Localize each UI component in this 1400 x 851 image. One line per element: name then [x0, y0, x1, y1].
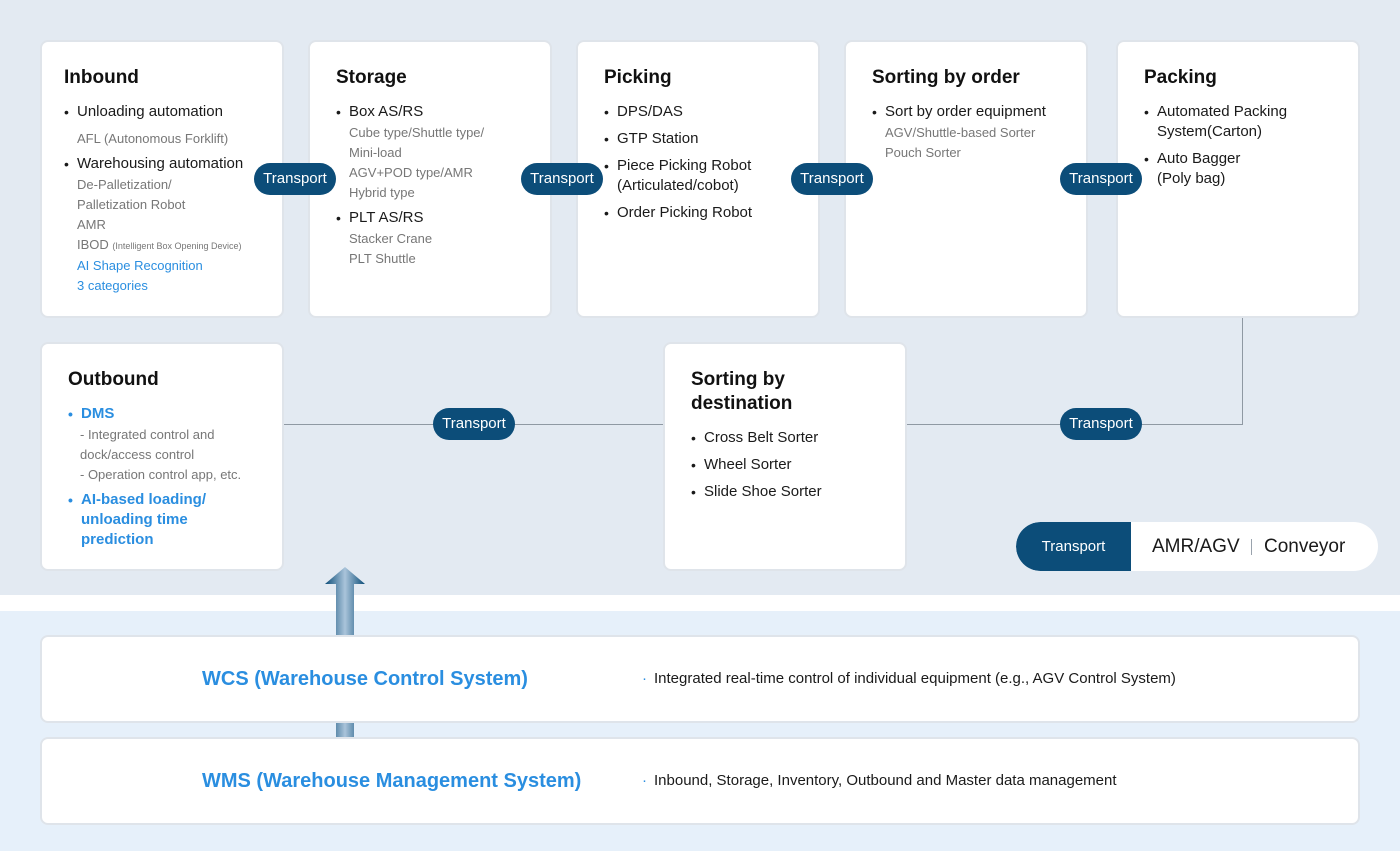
- list-item-line: System(Carton): [1157, 123, 1263, 140]
- sub-item: Hybrid type: [349, 185, 415, 200]
- list-item: PLT AS/RS: [336, 208, 528, 228]
- wcs-box: WCS (Warehouse Control System) · Integrat…: [40, 635, 1360, 723]
- sub-item: Mini-load: [349, 145, 402, 160]
- outbound-card: Outbound DMS - Integrated control and do…: [40, 342, 284, 571]
- connector-packing-down: [1242, 317, 1243, 425]
- sub-item: Palletization Robot: [77, 197, 186, 212]
- transport-pill: Transport: [521, 163, 603, 195]
- list-item-highlight: AI-based loading/ unloading time predict…: [68, 490, 260, 550]
- legend-separator: [1251, 539, 1252, 555]
- wcs-description: · Integrated real-time control of individ…: [642, 637, 1176, 721]
- card-title: Inbound: [64, 67, 139, 88]
- list-item: Auto Bagger (Poly bag): [1144, 149, 1336, 189]
- sub-item: AMR: [77, 217, 106, 232]
- sub-item-main: IBOD: [77, 237, 109, 252]
- list-item: DPS/DAS: [604, 102, 796, 122]
- transport-pill: Transport: [791, 163, 873, 195]
- list-item: Slide Shoe Sorter: [691, 482, 883, 502]
- inbound-card: Inbound Unloading automation AFL (Autono…: [40, 40, 284, 318]
- sub-item: - Operation control app, etc.: [80, 467, 242, 482]
- sub-item-highlight: AI Shape Recognition: [77, 258, 203, 273]
- legend-option-amr-agv: AMR/AGV: [1152, 536, 1240, 557]
- list-item-line: Piece Picking Robot: [617, 157, 752, 174]
- sub-item: Stacker Crane: [349, 231, 433, 246]
- sub-item: dock/access control: [80, 447, 195, 462]
- card-title: Outbound: [68, 369, 159, 390]
- list-item-line: (Poly bag): [1157, 170, 1226, 187]
- transport-pill: Transport: [1060, 408, 1142, 440]
- sub-item: AGV+POD type/AMR: [349, 165, 473, 180]
- sub-item: IBOD (Intelligent Box Opening Device): [77, 235, 260, 256]
- sub-item-note: (Intelligent Box Opening Device): [112, 241, 242, 251]
- sub-item: De-Palletization/: [77, 177, 172, 192]
- sub-item: PLT Shuttle: [349, 251, 416, 266]
- sorting-by-order-card: Sorting by order Sort by order equipment…: [844, 40, 1088, 318]
- card-title: Packing: [1144, 67, 1217, 88]
- list-item: Unloading automation: [64, 102, 260, 122]
- list-item-line: unloading time: [81, 511, 188, 528]
- sorting-by-destination-card: Sorting by destination Cross Belt Sorter…: [663, 342, 907, 571]
- list-item: Cross Belt Sorter: [691, 428, 883, 448]
- wms-description: · Inbound, Storage, Inventory, Outbound a…: [642, 739, 1117, 823]
- sub-item: Pouch Sorter: [885, 145, 961, 160]
- sub-item: AFL (Autonomous Forklift): [77, 131, 229, 146]
- storage-card: Storage Box AS/RS Cube type/Shuttle type…: [308, 40, 552, 318]
- bullet: ·: [642, 670, 647, 687]
- list-item-line: (Articulated/cobot): [617, 177, 739, 194]
- wcs-title: WCS (Warehouse Control System): [202, 668, 528, 690]
- transport-pill: Transport: [1060, 163, 1142, 195]
- list-item-line: Auto Bagger: [1157, 150, 1241, 167]
- double-arrow-icon: [325, 567, 365, 652]
- transport-legend: Transport AMR/AGV Conveyor: [1016, 522, 1378, 571]
- packing-card: Packing Automated Packing System(Carton)…: [1116, 40, 1360, 318]
- list-item: Warehousing automation: [64, 154, 260, 174]
- list-item-highlight: DMS: [68, 404, 260, 424]
- list-item-line: Automated Packing: [1157, 103, 1288, 120]
- wcs-description-text: Integrated real-time control of individu…: [654, 670, 1176, 687]
- wms-description-text: Inbound, Storage, Inventory, Outbound an…: [654, 772, 1117, 789]
- list-item: Order Picking Robot: [604, 203, 796, 223]
- picking-card: Picking DPS/DAS GTP Station Piece Pickin…: [576, 40, 820, 318]
- legend-option-conveyor: Conveyor: [1264, 536, 1346, 557]
- card-title: Storage: [336, 67, 407, 88]
- card-title-line: Sorting by: [691, 369, 785, 390]
- list-item: GTP Station: [604, 129, 796, 149]
- sub-item: Cube type/Shuttle type/: [349, 125, 485, 140]
- wms-title: WMS (Warehouse Management System): [202, 770, 582, 792]
- list-item: Box AS/RS: [336, 102, 528, 122]
- card-title: Sorting by destination: [691, 368, 883, 416]
- transport-pill: Transport: [254, 163, 336, 195]
- list-item: Wheel Sorter: [691, 455, 883, 475]
- transport-pill: Transport: [433, 408, 515, 440]
- sub-item: AGV/Shuttle-based Sorter: [885, 125, 1036, 140]
- wms-box: WMS (Warehouse Management System) · Inbou…: [40, 737, 1360, 825]
- double-arrow-icon: [326, 700, 364, 754]
- card-title: Sorting by order: [872, 67, 1020, 88]
- list-item: Piece Picking Robot (Articulated/cobot): [604, 156, 796, 196]
- card-title-line: destination: [691, 393, 793, 414]
- legend-transport-pill: Transport: [1016, 522, 1131, 571]
- list-item: Sort by order equipment: [872, 102, 1064, 122]
- sub-item-highlight: 3 categories: [77, 278, 148, 293]
- list-item: Automated Packing System(Carton): [1144, 102, 1336, 142]
- sub-item: - Integrated control and: [80, 427, 215, 442]
- card-title: Picking: [604, 67, 672, 88]
- bullet: ·: [642, 772, 647, 789]
- list-item-line: prediction: [81, 531, 154, 548]
- list-item-line: AI-based loading/: [81, 491, 207, 508]
